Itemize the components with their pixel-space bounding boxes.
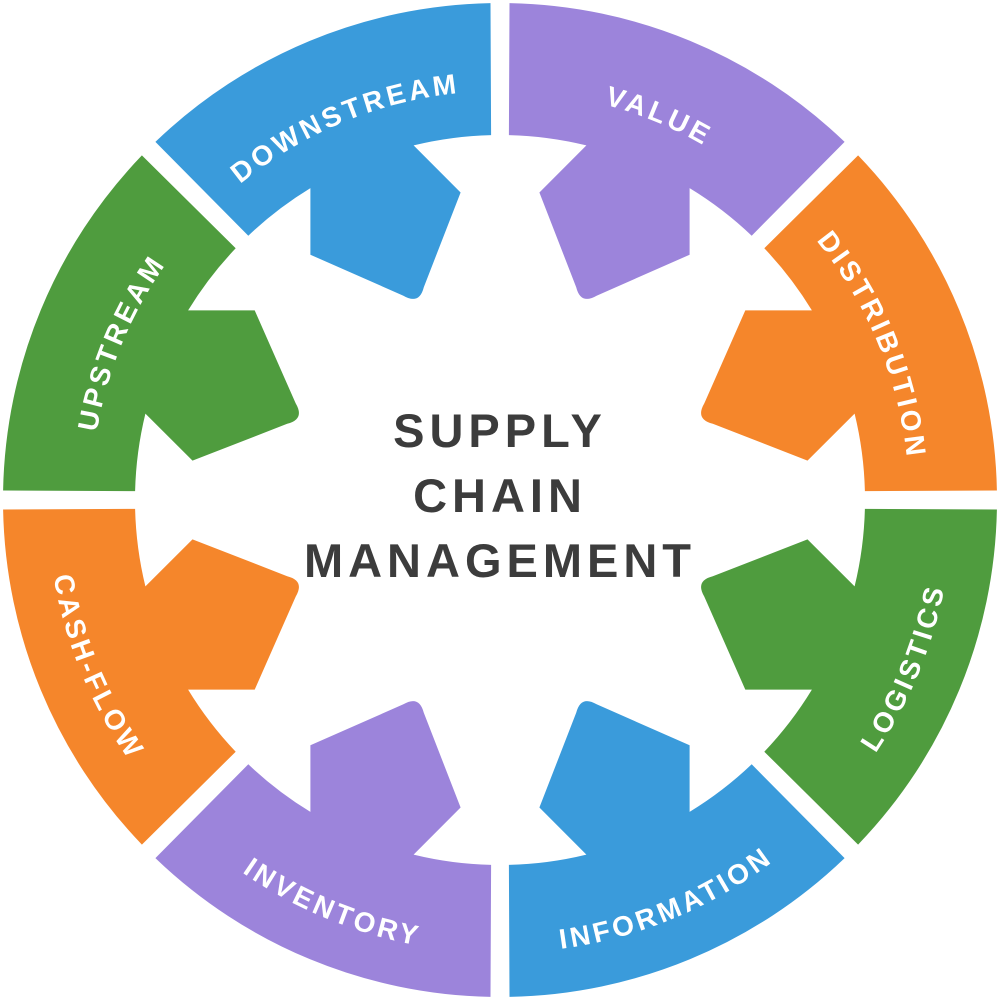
segment-cash-flow	[3, 508, 299, 845]
center-title-group: SUPPLY CHAIN MANAGEMENT	[304, 404, 696, 587]
title-line-management: MANAGEMENT	[304, 534, 696, 587]
title-line-supply: SUPPLY	[393, 404, 607, 457]
segment-distribution	[701, 155, 997, 492]
segment-upstream	[3, 155, 299, 492]
segment-logistics	[701, 508, 997, 845]
segment-inventory	[155, 701, 492, 997]
segment-information	[508, 701, 845, 997]
segment-downstream	[155, 3, 492, 299]
segment-value	[508, 3, 845, 299]
segments-layer	[3, 3, 997, 997]
title-line-chain: CHAIN	[413, 469, 587, 522]
